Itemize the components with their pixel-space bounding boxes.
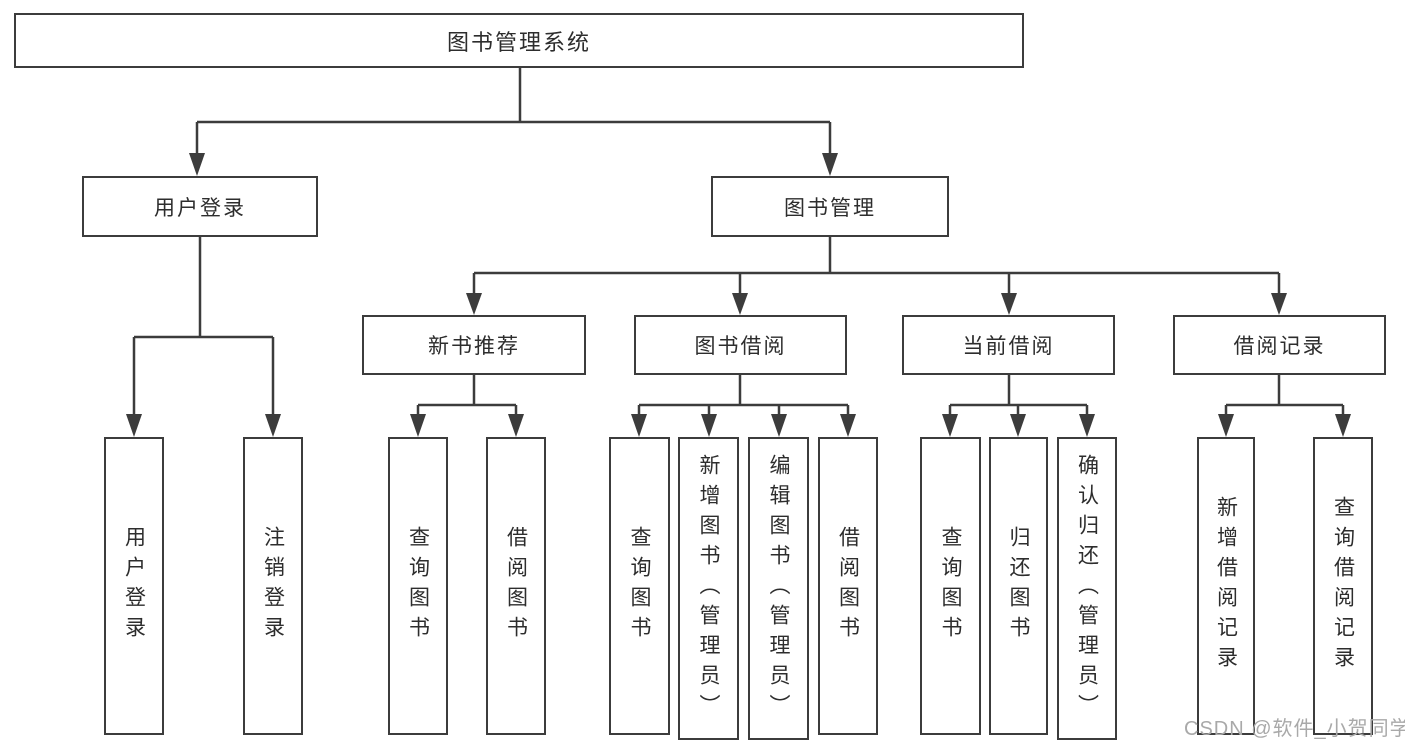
leaf-borrow-books-1-label: 借阅图书 xyxy=(504,526,528,646)
arrowheads xyxy=(126,153,1351,437)
node-borrow-records-label: 借阅记录 xyxy=(1233,335,1326,358)
leaf-user-login-label: 用户登录 xyxy=(122,526,146,646)
node-new-book-recommend-label: 新书推荐 xyxy=(428,335,520,358)
leaf-add-books: 新增图书（管理员） xyxy=(678,437,739,740)
node-book-management-label: 图书管理 xyxy=(784,196,876,220)
leaf-add-borrow-record-label: 新增借阅记录 xyxy=(1214,496,1238,676)
leaf-query-borrow-record: 查询借阅记录 xyxy=(1313,437,1373,735)
node-book-borrow-label: 图书借阅 xyxy=(694,335,787,358)
leaf-add-borrow-record: 新增借阅记录 xyxy=(1197,437,1255,735)
leaf-confirm-return: 确认归还（管理员） xyxy=(1057,437,1117,740)
leaf-user-login: 用户登录 xyxy=(104,437,164,735)
leaf-query-books-3-label: 查询图书 xyxy=(939,526,962,646)
node-borrow-records: 借阅记录 xyxy=(1173,315,1386,375)
leaf-logout-label: 注销登录 xyxy=(261,526,285,646)
leaf-borrow-books-2: 借阅图书 xyxy=(818,437,878,735)
csdn-watermark: CSDN @软件_小贺同学 xyxy=(1184,718,1405,740)
leaf-edit-books: 编辑图书（管理员） xyxy=(748,437,809,740)
node-user-login: 用户登录 xyxy=(82,176,318,237)
node-book-borrow: 图书借阅 xyxy=(634,315,847,375)
leaf-edit-books-label: 编辑图书（管理员） xyxy=(767,453,790,724)
leaf-return-books: 归还图书 xyxy=(989,437,1048,735)
leaf-query-books-1-label: 查询图书 xyxy=(406,526,430,646)
node-root-label: 图书管理系统 xyxy=(446,29,591,55)
leaf-query-books-3: 查询图书 xyxy=(920,437,981,735)
node-current-borrow-label: 当前借阅 xyxy=(962,335,1055,358)
leaf-query-borrow-record-label: 查询借阅记录 xyxy=(1331,496,1355,676)
node-user-login-label: 用户登录 xyxy=(154,196,246,220)
leaf-borrow-books-1: 借阅图书 xyxy=(486,437,546,735)
node-new-book-recommend: 新书推荐 xyxy=(362,315,586,375)
leaf-add-books-label: 新增图书（管理员） xyxy=(697,453,720,724)
leaf-return-books-label: 归还图书 xyxy=(1007,526,1030,646)
leaf-query-books-2-label: 查询图书 xyxy=(628,526,651,646)
leaf-query-books-1: 查询图书 xyxy=(388,437,448,735)
leaf-query-books-2: 查询图书 xyxy=(609,437,670,735)
leaf-borrow-books-2-label: 借阅图书 xyxy=(836,526,860,646)
node-book-management: 图书管理 xyxy=(711,176,949,237)
leaf-confirm-return-label: 确认归还（管理员） xyxy=(1075,453,1099,724)
node-root: 图书管理系统 xyxy=(14,13,1024,68)
node-current-borrow: 当前借阅 xyxy=(902,315,1115,375)
leaf-logout: 注销登录 xyxy=(243,437,303,735)
